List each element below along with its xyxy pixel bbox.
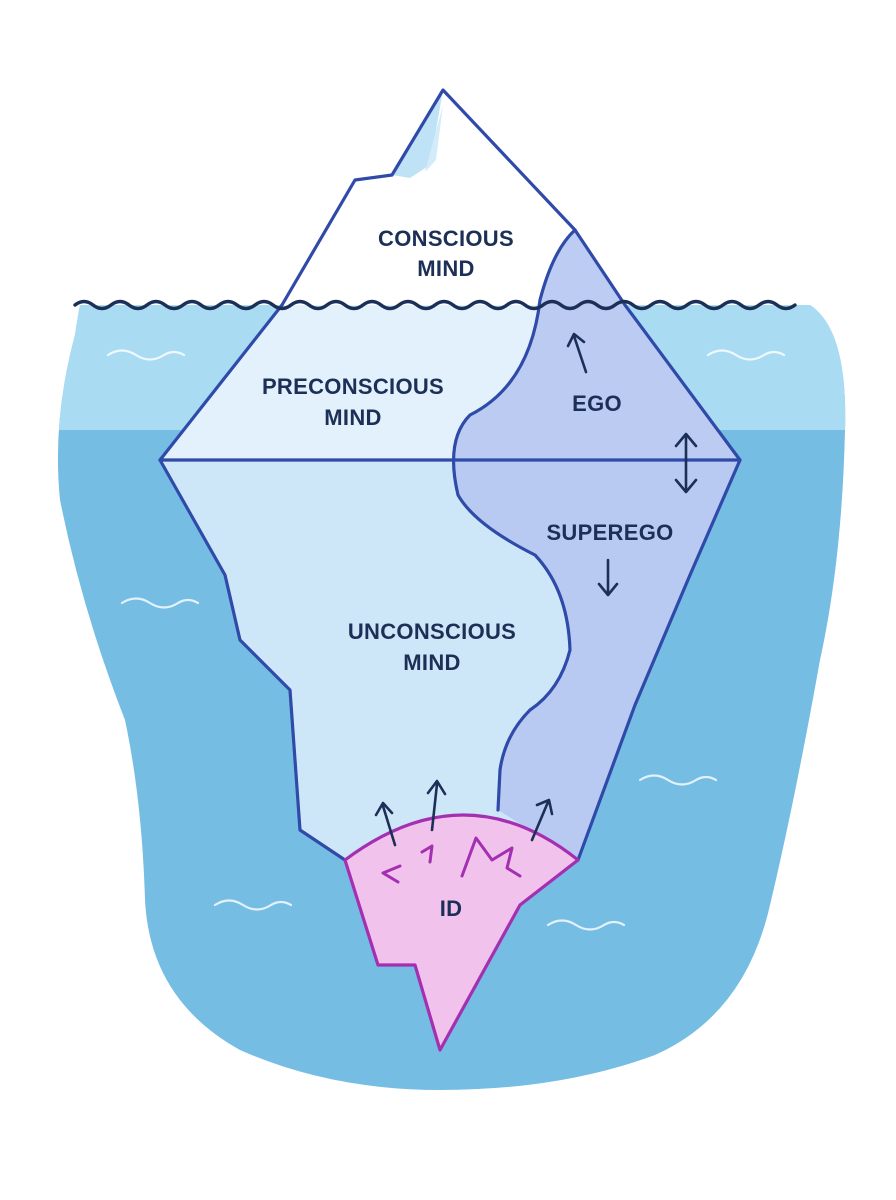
tip-highlight bbox=[425, 105, 443, 172]
arrowhead bbox=[426, 779, 447, 796]
arrowhead bbox=[597, 582, 619, 597]
arrowhead bbox=[374, 801, 394, 817]
iceberg-outline-right bbox=[280, 88, 742, 862]
iceberg bbox=[158, 88, 742, 1052]
id-burst-icon bbox=[381, 836, 522, 884]
id-region bbox=[345, 815, 578, 1050]
arrowhead bbox=[674, 478, 698, 494]
up-arrow-icon bbox=[381, 804, 397, 847]
wave-icon bbox=[546, 919, 626, 931]
up-arrow-icon bbox=[572, 334, 588, 374]
unconscious-label-line2: MIND bbox=[403, 650, 460, 675]
unconscious-label-line1: UNCONSCIOUS bbox=[348, 619, 516, 644]
ego-divider bbox=[452, 228, 577, 812]
ego-label: EGO bbox=[572, 391, 622, 416]
preconscious-label-line1: PRECONSCIOUS bbox=[262, 374, 444, 399]
arrowhead bbox=[674, 432, 698, 448]
ego-up-arrow bbox=[566, 332, 588, 374]
conscious-label-line2: MIND bbox=[417, 256, 474, 281]
wave-icon bbox=[706, 349, 786, 361]
ego-superego-region bbox=[453, 230, 740, 860]
id-mark bbox=[381, 864, 402, 884]
conscious-label-line1: CONSCIOUS bbox=[378, 226, 514, 251]
id-mark bbox=[460, 836, 522, 878]
conscious-region bbox=[282, 90, 625, 305]
id-mark bbox=[420, 844, 434, 864]
arrowhead bbox=[535, 798, 554, 816]
wave-icon bbox=[213, 899, 293, 911]
up-arrow-icon bbox=[430, 782, 439, 832]
superego-label: SUPEREGO bbox=[546, 520, 673, 545]
double-arrow bbox=[674, 432, 698, 494]
id-up-arrows bbox=[374, 779, 554, 847]
superego-down-arrow bbox=[597, 558, 619, 597]
preconscious-label-line2: MIND bbox=[324, 405, 381, 430]
id-outline bbox=[343, 813, 580, 1052]
up-arrow-icon bbox=[530, 800, 550, 842]
wave-icon bbox=[120, 597, 200, 609]
arrowhead bbox=[566, 332, 586, 348]
water-ripples bbox=[106, 349, 786, 931]
id-label: ID bbox=[440, 896, 463, 921]
waterline-wave-icon bbox=[73, 299, 797, 311]
wave-icon bbox=[106, 349, 186, 361]
wave-icon bbox=[638, 774, 718, 786]
